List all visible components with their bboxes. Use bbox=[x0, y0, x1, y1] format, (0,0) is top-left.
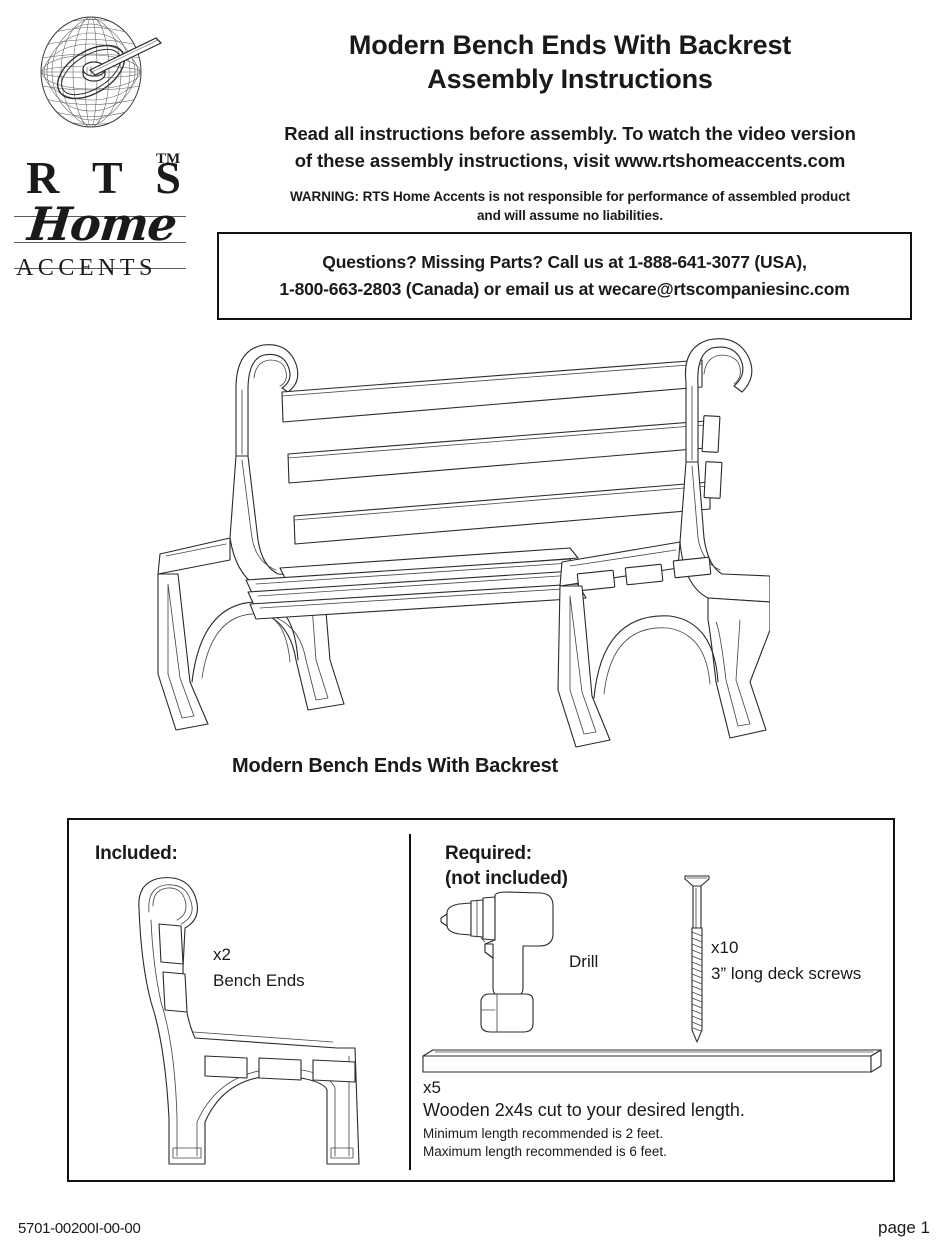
title-line-2: Assembly Instructions bbox=[427, 64, 713, 95]
required-heading-line-1: Required: bbox=[445, 843, 532, 864]
brand-name-rts: R T S bbox=[26, 152, 192, 203]
required-heading: Required: (not included) bbox=[445, 842, 568, 891]
drill-label: Drill bbox=[569, 952, 599, 971]
brand-logo: TM R T S Home ACCENTS bbox=[14, 12, 194, 283]
subtitle: Read all instructions before assembly. T… bbox=[200, 120, 940, 174]
drill-icon bbox=[440, 891, 554, 1033]
globe-logo-icon bbox=[40, 16, 163, 128]
lumber-max-note: Maximum length recommended is 6 feet. bbox=[423, 1144, 667, 1159]
contact-line-1: Questions? Missing Parts? Call us at 1-8… bbox=[322, 251, 807, 272]
bench-ends-qty: x2 bbox=[213, 945, 231, 964]
bench-end-near bbox=[557, 338, 770, 748]
screws-qty: x10 bbox=[711, 938, 739, 957]
page-title: Modern Bench Ends With Backrest Assembly… bbox=[200, 28, 940, 96]
screws-name: 3” long deck screws bbox=[711, 963, 862, 983]
seat-slats bbox=[245, 547, 587, 620]
contact-box: Questions? Missing Parts? Call us at 1-8… bbox=[217, 232, 912, 320]
required-heading-line-2: (not included) bbox=[445, 867, 568, 889]
title-line-1: Modern Bench Ends With Backrest bbox=[348, 30, 792, 60]
bench-end-part-illustration bbox=[138, 877, 360, 1165]
warning-line-1: WARNING: RTS Home Accents is not respons… bbox=[290, 189, 850, 204]
subtitle-line-2: of these assembly instructions, visit ww… bbox=[294, 150, 846, 171]
backrest-slats bbox=[281, 359, 711, 545]
contact-line-2: 1-800-663-2803 (Canada) or email us at w… bbox=[279, 279, 850, 299]
brand-name-accents: ACCENTS bbox=[16, 255, 157, 281]
lumber-description: Wooden 2x4s cut to your desired length. bbox=[423, 1100, 745, 1120]
lockup-rule bbox=[14, 268, 186, 269]
deck-screw-icon bbox=[684, 875, 710, 1043]
included-heading: Included: bbox=[95, 843, 178, 864]
lockup-rule bbox=[14, 242, 186, 243]
footer-part-number: 5701-00200I-00-00 bbox=[18, 1220, 141, 1237]
warning-line-2: and will assume no liabilities. bbox=[477, 208, 663, 224]
warning-text: WARNING: RTS Home Accents is not respons… bbox=[200, 187, 940, 225]
parts-divider bbox=[409, 834, 411, 1170]
subtitle-line-1: Read all instructions before assembly. T… bbox=[284, 123, 856, 144]
bench-ends-part-label: x2 Bench Ends bbox=[213, 942, 305, 993]
bench-assembly-illustration bbox=[157, 338, 770, 748]
lockup-rule bbox=[14, 216, 186, 217]
bench-end-far bbox=[157, 344, 345, 731]
lumber-2x4-icon bbox=[422, 1049, 882, 1073]
parts-list-box: Included: Required: (not included) x2 Be… bbox=[67, 818, 895, 1182]
screws-label: x10 3” long deck screws bbox=[711, 935, 861, 986]
bench-ends-name: Bench Ends bbox=[213, 970, 305, 990]
trademark-symbol: TM bbox=[156, 151, 181, 167]
footer-page-number: page 1 bbox=[878, 1218, 930, 1237]
lumber-min-note: Minimum length recommended is 2 feet. bbox=[423, 1126, 664, 1141]
figure-caption: Modern Bench Ends With Backrest bbox=[232, 755, 558, 777]
brand-lockup-home-accents: Home ACCENTS bbox=[14, 197, 186, 283]
lumber-qty: x5 bbox=[423, 1078, 441, 1097]
brand-name-home: Home bbox=[25, 197, 179, 251]
document-header: TM R T S Home ACCENTS Modern Bench Ends … bbox=[0, 0, 950, 330]
